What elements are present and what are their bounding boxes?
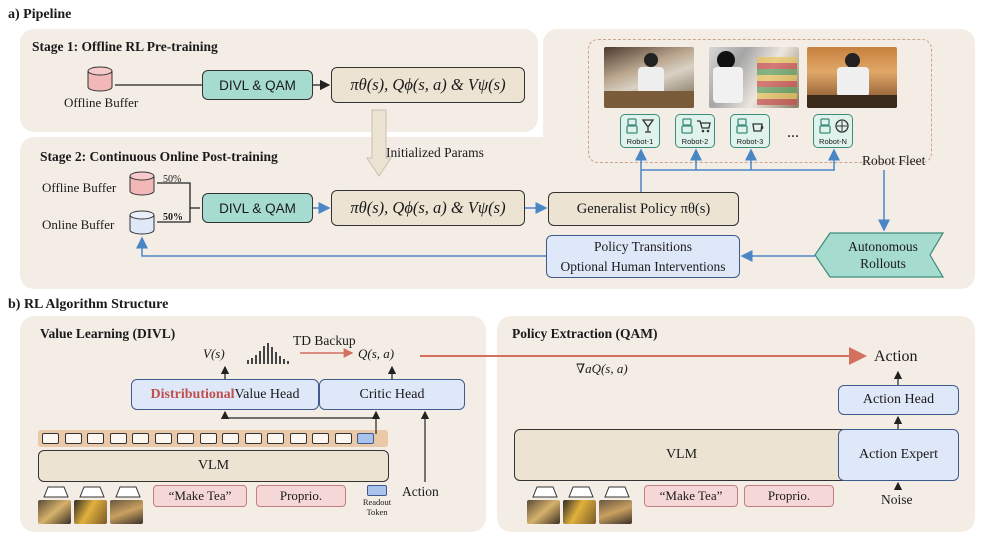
obs-image-5 — [563, 500, 596, 524]
token-cell — [87, 433, 104, 444]
token-cell — [199, 433, 217, 444]
proprio-box-right: Proprio. — [744, 485, 834, 507]
robot-1-icon — [626, 118, 655, 134]
transitions-line2: Optional Human Interventions — [560, 258, 726, 274]
token-cell — [222, 433, 239, 444]
stage1-title: Stage 1: Offline RL Pre-training — [32, 39, 218, 54]
token-cell — [244, 433, 262, 444]
critic-head-box: Critic Head — [319, 379, 465, 410]
generalist-policy-box: Generalist Policy πθ(s) — [548, 192, 739, 226]
policy-extraction-title: Policy Extraction (QAM) — [512, 326, 658, 341]
vlm-box-right: VLM — [514, 429, 849, 481]
value-learning-title: Value Learning (DIVL) — [40, 326, 176, 341]
robot-2-icon — [681, 118, 711, 134]
obs-image-4 — [527, 500, 560, 524]
obs-image-6 — [599, 500, 632, 524]
online-buffer-icon — [129, 210, 155, 235]
transitions-line1: Policy Transitions — [594, 238, 692, 254]
rollouts-label: Autonomous Rollouts — [848, 239, 918, 271]
camera-frustums-left — [43, 486, 141, 498]
token-cell — [64, 433, 82, 444]
v-label: V(s) — [203, 346, 225, 361]
robot-n-icon — [819, 118, 849, 134]
robot-card-1: Robot-1 — [620, 114, 660, 148]
stage1-params-box: πθ(s), Qϕ(s, a) & Vψ(s) — [331, 67, 525, 103]
token-cell — [289, 433, 307, 444]
action-label-left: Action — [402, 484, 439, 499]
distribution-histogram — [247, 343, 289, 364]
section-a-title: a) Pipeline — [8, 7, 72, 22]
section-b-title: b) RL Algorithm Structure — [8, 297, 169, 312]
robot-card-3: Robot-3 — [730, 114, 770, 148]
noise-label: Noise — [881, 492, 913, 507]
rollouts-banner — [814, 232, 944, 278]
prompt-box-right: “Make Tea” — [644, 485, 738, 507]
stage2-online-buffer-label: Online Buffer — [42, 217, 115, 232]
token-cell — [312, 433, 329, 444]
robot-card-n: Robot-N — [813, 114, 853, 148]
fleet-ellipsis: ... — [787, 124, 799, 141]
value-head-box: Distributional Value Head — [131, 379, 319, 410]
token-cell — [267, 433, 284, 444]
robot-photo-1 — [604, 47, 694, 108]
token-cell — [109, 433, 127, 444]
value-head-rest: Value Head — [234, 386, 300, 402]
vlm-box-left: VLM — [38, 450, 389, 482]
token-cell — [177, 433, 194, 444]
online-ratio: 50% — [163, 212, 183, 223]
robot-fleet-label: Robot Fleet — [862, 153, 926, 168]
token-cell — [154, 433, 172, 444]
readout-token-legend — [367, 485, 387, 496]
obs-image-3 — [110, 500, 143, 524]
offline-ratio: 50% — [163, 174, 182, 185]
readout-token — [357, 433, 374, 444]
stage2-algo-box: DIVL & QAM — [202, 193, 313, 223]
robot-1-label: Robot-1 — [626, 137, 654, 146]
td-backup-label: TD Backup — [293, 333, 356, 348]
token-cell — [42, 433, 59, 444]
token-cell — [334, 433, 352, 444]
stage2-offline-buffer-label: Offline Buffer — [42, 180, 117, 195]
robot-n-label: Robot-N — [819, 137, 847, 146]
readout-token-label: Readout Token — [362, 497, 392, 517]
camera-frustums-right — [532, 486, 630, 498]
robot-photo-3 — [807, 47, 897, 108]
action-head-box: Action Head — [838, 385, 959, 415]
proprio-box-left: Proprio. — [256, 485, 346, 507]
obs-image-1 — [38, 500, 71, 524]
initialized-params-arrow — [366, 109, 392, 177]
stage2-params-box: πθ(s), Qϕ(s, a) & Vψ(s) — [331, 190, 525, 226]
offline-buffer-2-icon — [129, 171, 155, 196]
q-label: Q(s, a) — [358, 346, 395, 361]
fleet-dashed-border — [588, 39, 932, 163]
stage1-algo-box: DIVL & QAM — [202, 70, 313, 100]
robot-3-label: Robot-3 — [736, 137, 764, 146]
action-expert-box: Action Expert — [838, 429, 959, 481]
offline-buffer-icon — [87, 66, 113, 92]
robot-3-icon — [736, 118, 764, 134]
action-output-label: Action — [874, 348, 918, 365]
prompt-box-left: “Make Tea” — [153, 485, 247, 507]
robot-2-label: Robot-2 — [681, 137, 709, 146]
initialized-params-label: Initialized Params — [386, 145, 484, 160]
gradient-label: ∇aQ(s, a) — [576, 361, 628, 376]
stage1-buffer-label: Offline Buffer — [64, 95, 139, 110]
robot-card-2: Robot-2 — [675, 114, 715, 148]
robot-photo-2 — [709, 47, 799, 108]
transitions-box: Policy Transitions Optional Human Interv… — [546, 235, 740, 278]
value-head-accent: Distributional — [150, 386, 235, 402]
stage2-title: Stage 2: Continuous Online Post-training — [40, 149, 278, 164]
obs-image-2 — [74, 500, 107, 524]
token-cell — [132, 433, 149, 444]
